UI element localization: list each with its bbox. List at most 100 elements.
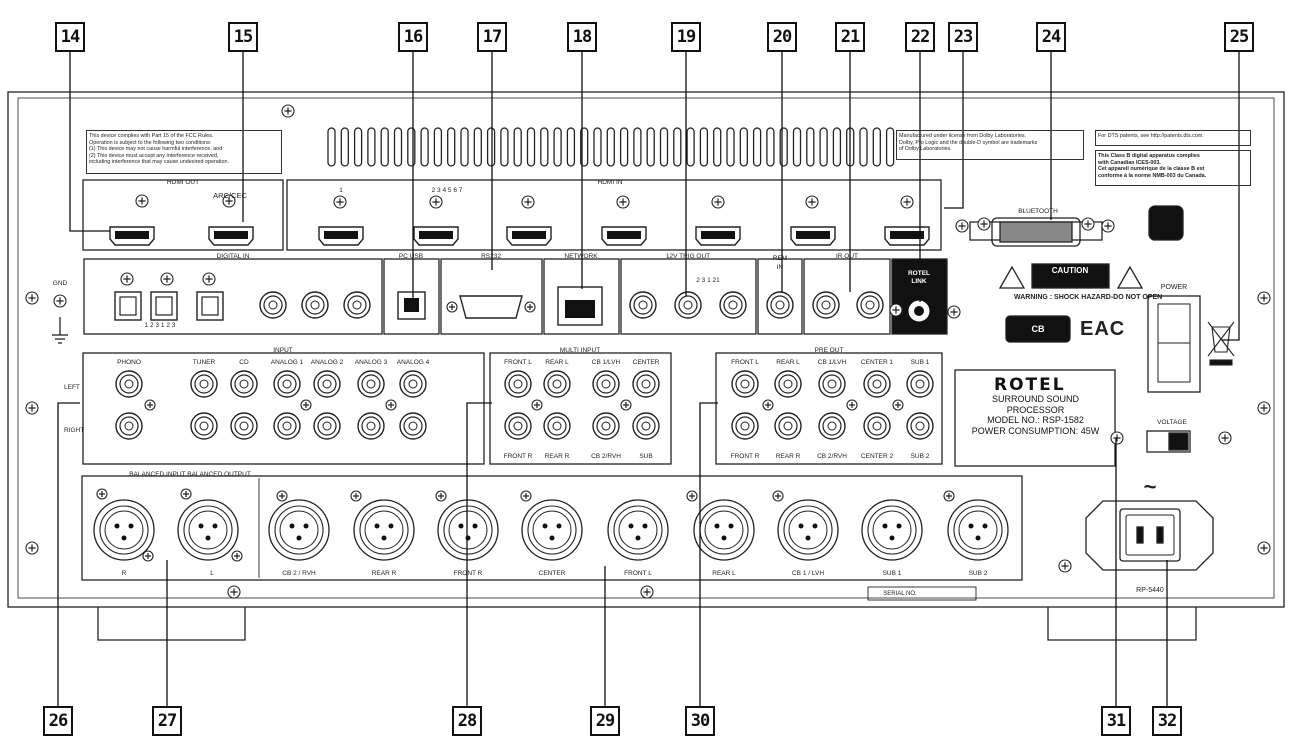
port-label: REAR L: [545, 359, 569, 366]
digital-in-section: [83, 258, 383, 335]
screw: [135, 194, 149, 208]
port-label: CD: [239, 359, 249, 366]
port-label: CB 2 / RVH: [282, 570, 316, 577]
hdmi-in-1-label: 1: [339, 187, 343, 194]
left-label: LEFT: [64, 384, 80, 391]
callout-26: 26: [43, 706, 73, 736]
port-label: SUB 2: [968, 570, 988, 577]
rca-jack: [504, 370, 532, 398]
nameplate-line-3: MODEL NO.: RSP-1582: [987, 415, 1084, 425]
port-label: CENTER 2: [860, 453, 894, 460]
port-label: PHONO: [117, 359, 141, 366]
callout-27: 27: [152, 706, 182, 736]
screw: [1058, 559, 1072, 573]
screw: [231, 550, 243, 562]
xlr-connector: [607, 499, 669, 561]
port-label: CENTER: [538, 570, 566, 577]
rca-jack: [592, 370, 620, 398]
serial-box: [867, 586, 977, 601]
port-label: CENTER 1: [860, 359, 894, 366]
ethernet-port: [557, 286, 603, 326]
power-switch: [1147, 295, 1201, 393]
pc-usb-label: PC USB: [398, 253, 424, 260]
screw: [889, 303, 903, 317]
screw: [947, 305, 961, 319]
warning-text: WARNING : SHOCK HAZARD-DO NOT OPEN: [1014, 294, 1163, 301]
callout-29: 29: [590, 706, 620, 736]
screw: [1257, 291, 1271, 305]
pc-usb-section: [383, 258, 440, 335]
rca-jack: [856, 291, 884, 319]
xlr-connector: [777, 499, 839, 561]
input-section: [82, 352, 485, 465]
callout-18: 18: [567, 22, 597, 52]
rs232-port: [459, 295, 523, 319]
screw: [96, 488, 108, 500]
screw: [429, 195, 443, 209]
port-label: REAR L: [776, 359, 800, 366]
callout-19: 19: [671, 22, 701, 52]
usb-port: [397, 291, 426, 320]
rca-jack: [313, 412, 341, 440]
screw: [711, 195, 725, 209]
screw: [25, 401, 39, 415]
screw: [1257, 541, 1271, 555]
rca-jack: [812, 291, 840, 319]
rca-jack: [592, 412, 620, 440]
rca-jack: [632, 370, 660, 398]
port-label: CB 1/LVH: [817, 359, 847, 366]
rca-jack: [906, 412, 934, 440]
port-label: L: [210, 570, 214, 577]
rca-jack: [543, 370, 571, 398]
screw: [620, 399, 632, 411]
screw: [333, 195, 347, 209]
leader-lines: [57, 52, 1240, 706]
rca-jack: [818, 412, 846, 440]
caution-triangle-icon: [1116, 265, 1144, 289]
input-label: INPUT: [273, 347, 293, 354]
trig-out-section: [620, 258, 757, 335]
callout-20: 20: [767, 22, 797, 52]
rotel-link-label: ROTEL LINK: [907, 270, 931, 285]
callout-28: 28: [452, 706, 482, 736]
power-label: POWER: [1160, 284, 1188, 291]
xlr-connector: [437, 499, 499, 561]
dolby-notice: Manufactured under license from Dolby La…: [896, 130, 1084, 160]
optical-numbers: 1 2 3 1 2 3: [144, 322, 176, 329]
nameplate-line-4: POWER CONSUMPTION: 45W: [971, 425, 1100, 436]
arc-cec-label: ARC/CEC: [213, 191, 247, 200]
rotel-link-jack: [908, 300, 930, 322]
right-label: RIGHT: [64, 427, 85, 434]
digital-in-label: DIGITAL IN: [216, 253, 250, 260]
screw: [1101, 219, 1115, 233]
rca-jack: [230, 412, 258, 440]
xlr-connector: [177, 499, 239, 561]
screw: [524, 301, 536, 313]
screw: [350, 490, 362, 502]
rca-jack: [863, 412, 891, 440]
multi-input-label: MULTI INPUT: [559, 347, 601, 354]
screw: [435, 490, 447, 502]
rca-jack: [230, 370, 258, 398]
rca-jack: [259, 291, 287, 319]
optical-port: [196, 291, 224, 321]
rca-jack: [273, 370, 301, 398]
hdmi-port: [506, 226, 552, 246]
cb-logo: [1005, 315, 1071, 343]
screw: [900, 195, 914, 209]
ground-symbol-icon: [52, 317, 68, 344]
port-label: FRONT L: [624, 570, 652, 577]
callout-14: 14: [55, 22, 85, 52]
port-label: SUB 1: [882, 570, 902, 577]
rca-jack: [190, 370, 218, 398]
screw: [53, 294, 67, 308]
xlr-connector: [947, 499, 1009, 561]
pre-out-section: [715, 352, 943, 465]
hdmi-in-label: HDMI IN: [597, 179, 623, 186]
multi-input-section: [489, 352, 672, 465]
hdmi-port: [413, 226, 459, 246]
rca-jack: [399, 412, 427, 440]
nameplate-text: SURROUND SOUND PROCESSOR MODEL NO.: RSP-…: [958, 394, 1113, 436]
port-label: CB 1 / LVH: [791, 570, 825, 577]
